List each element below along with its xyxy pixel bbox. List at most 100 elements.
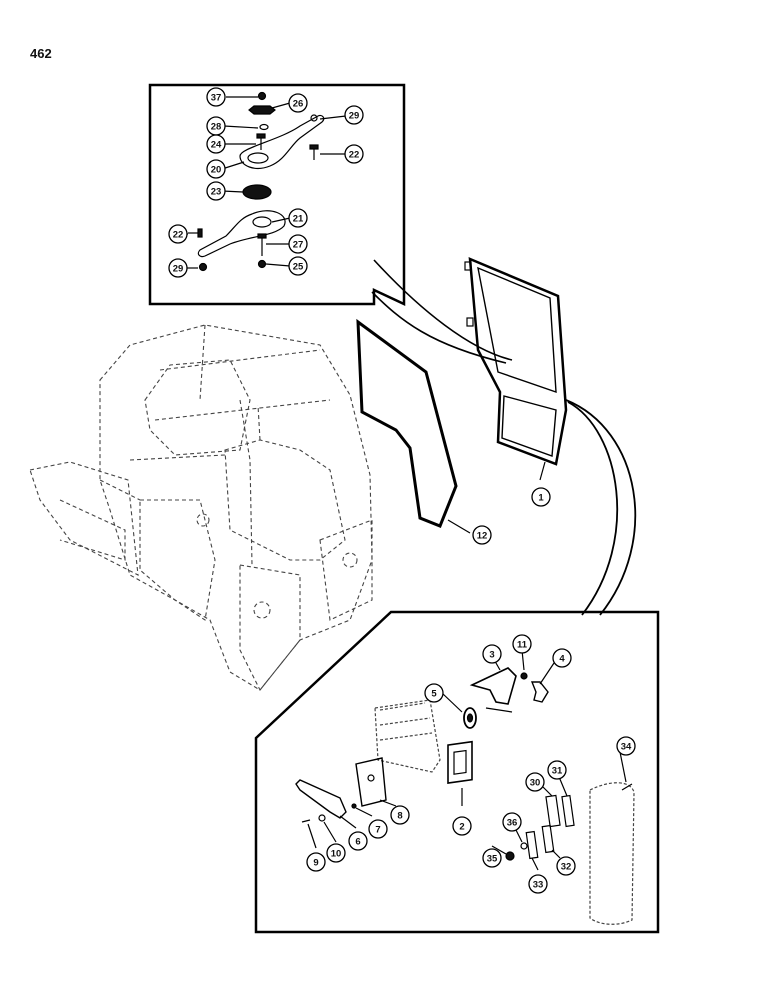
callout-number: 20 [211,165,222,176]
callout-37: 37 [206,87,226,107]
callout-number: 37 [211,93,222,104]
callout-27: 27 [288,234,308,254]
callout-number: 3 [489,650,494,661]
callout-circle [482,644,502,664]
callout-number: 28 [211,122,222,133]
callout-23: 23 [206,181,226,201]
callout-number: 31 [552,766,563,777]
callout-circle [168,224,188,244]
callout-number: 8 [397,811,402,822]
callout-circle [512,634,532,654]
callout-circle [344,105,364,125]
callout-11: 11 [512,634,532,654]
callout-circle [206,181,226,201]
callout-3: 3 [482,644,502,664]
callout-10: 10 [326,843,346,863]
callout-circle [502,812,522,832]
callout-circle [206,159,226,179]
callout-26: 26 [288,93,308,113]
callout-number: 22 [173,230,184,241]
latch-parts [295,649,635,925]
callout-number: 32 [561,862,572,873]
callout-number: 27 [293,240,304,251]
callout-circle [525,772,545,792]
callout-circle [326,843,346,863]
callout-number: 34 [621,742,632,753]
callout-9: 9 [306,852,326,872]
callout-21: 21 [288,208,308,228]
callout-31: 31 [547,760,567,780]
page-number: 462 [30,46,52,61]
hinge-parts [186,91,347,272]
callout-7: 7 [368,819,388,839]
callout-number: 12 [477,531,488,542]
callout-number: 2 [459,822,464,833]
callout-number: 4 [559,654,565,665]
callout-number: 29 [173,264,184,275]
callout-30: 30 [525,772,545,792]
cab-frame [29,324,373,692]
callout-circle [424,683,444,703]
callout-circle [288,208,308,228]
callout-circle [206,134,226,154]
callout-number: 9 [313,858,318,869]
callout-12: 12 [472,525,492,545]
callout-circle [348,831,368,851]
callout-34: 34 [616,736,636,756]
callout-circle [168,258,188,278]
callout-24: 24 [206,134,226,154]
callout-29: 29 [168,258,188,278]
callout-number: 6 [355,837,360,848]
callout-5: 5 [424,683,444,703]
callout-29: 29 [344,105,364,125]
callout-22: 22 [344,144,364,164]
latch-detail-panel [254,610,660,934]
callout-circle [531,487,551,507]
callout-number: 7 [375,825,380,836]
callout-number: 10 [331,849,342,860]
callout-number: 36 [507,818,518,829]
callout-1: 1 [531,487,551,507]
callout-number: 30 [530,778,541,789]
callout-number: 5 [431,689,437,700]
callout-circle [368,819,388,839]
callout-circle [616,736,636,756]
callout-number: 29 [349,111,360,122]
door-assembly [464,257,637,616]
callout-circle [344,144,364,164]
callout-circle [472,525,492,545]
callout-number: 21 [293,214,304,225]
callout-6: 6 [348,831,368,851]
callout-25: 25 [288,256,308,276]
callout-22: 22 [168,224,188,244]
callout-circle [288,93,308,113]
glass-panel [356,318,471,534]
callout-circle [390,805,410,825]
callout-circle [452,816,472,836]
callout-number: 11 [517,640,528,651]
callout-number: 24 [211,140,222,151]
callout-circle [556,856,576,876]
callout-circle [552,648,572,668]
callout-circle [206,87,226,107]
callout-circle [547,760,567,780]
callout-32: 32 [556,856,576,876]
callout-number: 26 [293,99,304,110]
callout-circle [306,852,326,872]
callout-circle [482,848,502,868]
callout-20: 20 [206,159,226,179]
callout-circle [528,874,548,894]
callout-8: 8 [390,805,410,825]
callout-36: 36 [502,812,522,832]
callout-circle [288,256,308,276]
callout-number: 1 [538,493,544,504]
callout-number: 35 [487,854,498,865]
hinge-detail-panel [148,83,513,364]
callout-number: 33 [533,880,544,891]
callout-28: 28 [206,116,226,136]
callout-4: 4 [552,648,572,668]
callout-2: 2 [452,816,472,836]
callout-number: 23 [211,187,222,198]
